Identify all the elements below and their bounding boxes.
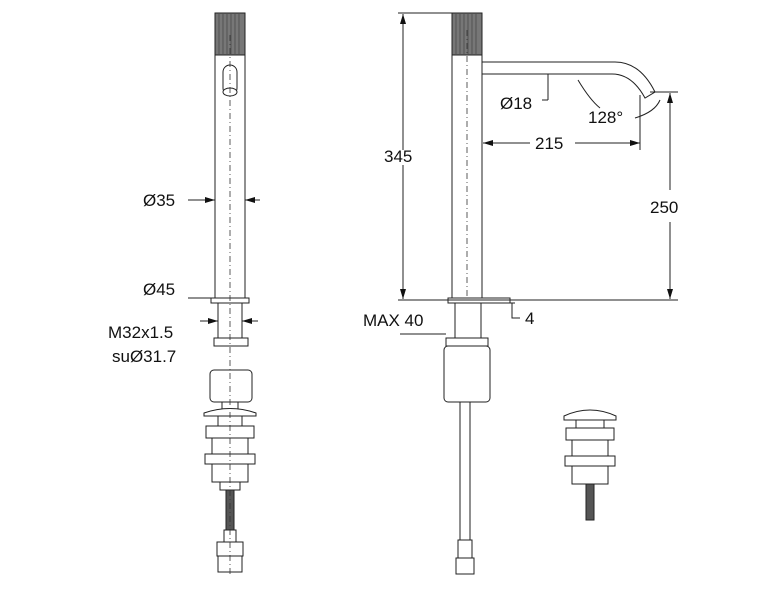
lock-nut [209, 369, 253, 403]
dim-flange-4: 4 [525, 309, 534, 328]
dim-thread-diameter: suØ31.7 [112, 347, 176, 366]
dim-thread: M32x1.5 [108, 323, 173, 342]
dim-spout-height-250: 250 [650, 198, 678, 217]
dim-diameter-35: Ø35 [143, 191, 175, 210]
dim-diameter-45: Ø45 [143, 280, 175, 299]
side-view-faucet [443, 12, 656, 575]
dim-angle-128: 128° [588, 108, 623, 127]
dim-height-345: 345 [384, 147, 412, 166]
front-view-faucet [203, 12, 257, 575]
dim-reach-215: 215 [535, 134, 563, 153]
spout [481, 61, 656, 99]
dim-spout-diameter: Ø18 [500, 94, 532, 113]
dim-max-40: MAX 40 [363, 311, 423, 330]
pop-up-drain [563, 409, 617, 521]
